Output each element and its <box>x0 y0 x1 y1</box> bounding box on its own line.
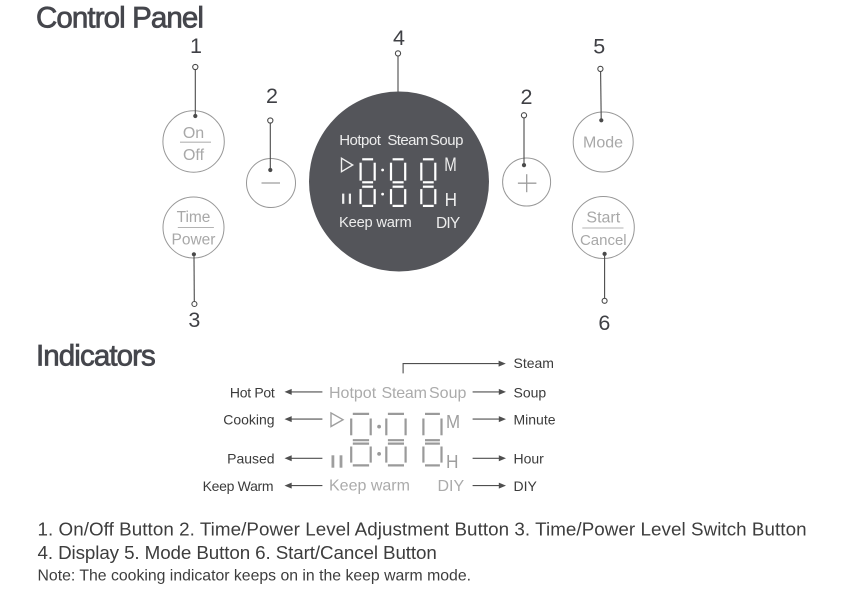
svg-text:Power: Power <box>172 232 216 249</box>
svg-text:2: 2 <box>266 84 278 108</box>
svg-text:Paused: Paused <box>227 451 274 467</box>
svg-text:Indicators: Indicators <box>36 340 155 373</box>
svg-text:1: 1 <box>190 34 202 58</box>
svg-text:Time: Time <box>177 209 211 226</box>
svg-text:Control Panel: Control Panel <box>36 2 203 35</box>
svg-text:3: 3 <box>188 308 200 332</box>
svg-text:4: 4 <box>393 26 405 50</box>
svg-text:Steam: Steam <box>382 385 427 402</box>
svg-text:Minute: Minute <box>514 412 556 428</box>
svg-text:Soup: Soup <box>430 132 463 149</box>
svg-text:M: M <box>446 412 460 432</box>
svg-text:Keep warm: Keep warm <box>329 478 410 495</box>
svg-text:Cancel: Cancel <box>580 232 627 249</box>
svg-text:H: H <box>446 452 459 472</box>
svg-text:4. Display 5. Mode Button 6. S: 4. Display 5. Mode Button 6. Start/Cance… <box>38 542 437 563</box>
svg-text:DIY: DIY <box>436 215 460 232</box>
svg-text:Hot Pot: Hot Pot <box>230 384 275 400</box>
svg-text:Steam: Steam <box>387 132 427 149</box>
svg-text:5: 5 <box>593 34 605 58</box>
svg-text:Hour: Hour <box>514 451 545 467</box>
svg-text:Hotpot: Hotpot <box>339 132 382 149</box>
svg-text:H: H <box>445 190 457 210</box>
svg-text:6: 6 <box>598 311 610 335</box>
svg-text:Steam: Steam <box>514 355 554 371</box>
svg-text:Keep warm: Keep warm <box>339 215 411 231</box>
svg-text:Start: Start <box>586 209 620 226</box>
svg-text:Off: Off <box>183 147 205 164</box>
svg-text:DIY: DIY <box>514 478 538 494</box>
svg-text:2: 2 <box>521 85 533 109</box>
svg-text:On: On <box>183 125 204 142</box>
svg-text:Cooking: Cooking <box>223 412 274 428</box>
svg-text:M: M <box>444 155 457 176</box>
svg-text:Keep Warm: Keep Warm <box>203 478 274 494</box>
svg-text:Mode: Mode <box>583 135 623 152</box>
svg-text:Soup: Soup <box>514 384 547 400</box>
svg-text:Note: The cooking indicator ke: Note: The cooking indicator keeps on in … <box>38 568 472 585</box>
svg-text:DIY: DIY <box>438 478 465 495</box>
svg-text:Hotpot: Hotpot <box>329 385 377 402</box>
svg-text:1. On/Off Button 2. Time/Power: 1. On/Off Button 2. Time/Power Level Adj… <box>38 519 807 540</box>
svg-text:Soup: Soup <box>429 385 466 402</box>
